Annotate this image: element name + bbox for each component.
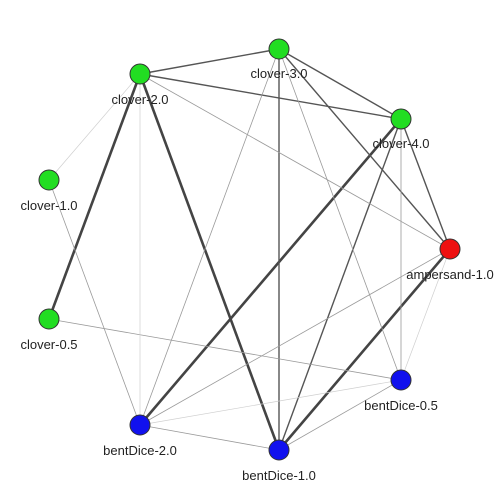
edge-ampersand-1.0-bentDice-0.5: [400, 248, 451, 381]
edge-ampersand-1.0-bentDice-2.0: [139, 248, 451, 426]
edge-clover-4.0-bentDice-1.0: [278, 118, 402, 451]
edge-bentDice-0.5-bentDice-1.0: [278, 379, 402, 451]
node-label-bentDice-1.0: bentDice-1.0: [242, 468, 316, 483]
edge-clover-2.0-clover-4.0: [139, 73, 402, 120]
node-bentDice-1.0[interactable]: [268, 439, 290, 461]
edge-clover-2.0-clover-0.5: [47, 73, 142, 320]
edge-clover-2.0-ampersand-1.0: [139, 73, 451, 250]
edge-clover-3.0-ampersand-1.0: [278, 48, 451, 250]
node-label-ampersand-1.0: ampersand-1.0: [406, 267, 493, 282]
node-label-clover-3.0: clover-3.0: [250, 66, 307, 81]
node-ampersand-1.0[interactable]: [439, 238, 461, 260]
edge-clover-3.0-bentDice-0.5: [278, 48, 402, 381]
node-bentDice-0.5[interactable]: [390, 369, 412, 391]
node-clover-4.0[interactable]: [390, 108, 412, 130]
edges-layer: [47, 48, 451, 451]
node-clover-2.0[interactable]: [129, 63, 151, 85]
node-clover-0.5[interactable]: [38, 308, 60, 330]
edge-clover-2.0-clover-1.0: [48, 73, 141, 181]
edge-clover-3.0-bentDice-2.0: [139, 48, 280, 426]
node-bentDice-2.0[interactable]: [129, 414, 151, 436]
edge-clover-4.0-bentDice-2.0: [139, 118, 402, 426]
node-clover-3.0[interactable]: [268, 38, 290, 60]
edge-clover-2.0-clover-3.0: [139, 48, 280, 75]
edge-clover-1.0-bentDice-2.0: [48, 179, 141, 426]
edge-bentDice-2.0-bentDice-1.0: [139, 424, 280, 451]
node-label-bentDice-0.5: bentDice-0.5: [364, 398, 438, 413]
node-label-clover-1.0: clover-1.0: [20, 198, 77, 213]
edge-clover-4.0-ampersand-1.0: [400, 118, 451, 250]
edge-clover-0.5-bentDice-0.5: [48, 318, 402, 381]
node-label-clover-0.5: clover-0.5: [20, 337, 77, 352]
edge-bentDice-2.0-bentDice-0.5: [139, 379, 402, 426]
edge-clover-3.0-clover-4.0: [278, 48, 402, 120]
node-label-clover-4.0: clover-4.0: [372, 136, 429, 151]
edge-ampersand-1.0-bentDice-1.0: [278, 248, 451, 451]
labels-layer: clover-3.0 clover-2.0 clover-4.0 clover-1.0…: [20, 66, 493, 483]
edge-clover-2.0-bentDice-1.0: [138, 73, 281, 451]
nodes-layer: [38, 38, 461, 461]
node-clover-1.0[interactable]: [38, 169, 60, 191]
node-label-clover-2.0: clover-2.0: [111, 92, 168, 107]
node-label-bentDice-2.0: bentDice-2.0: [103, 443, 177, 458]
